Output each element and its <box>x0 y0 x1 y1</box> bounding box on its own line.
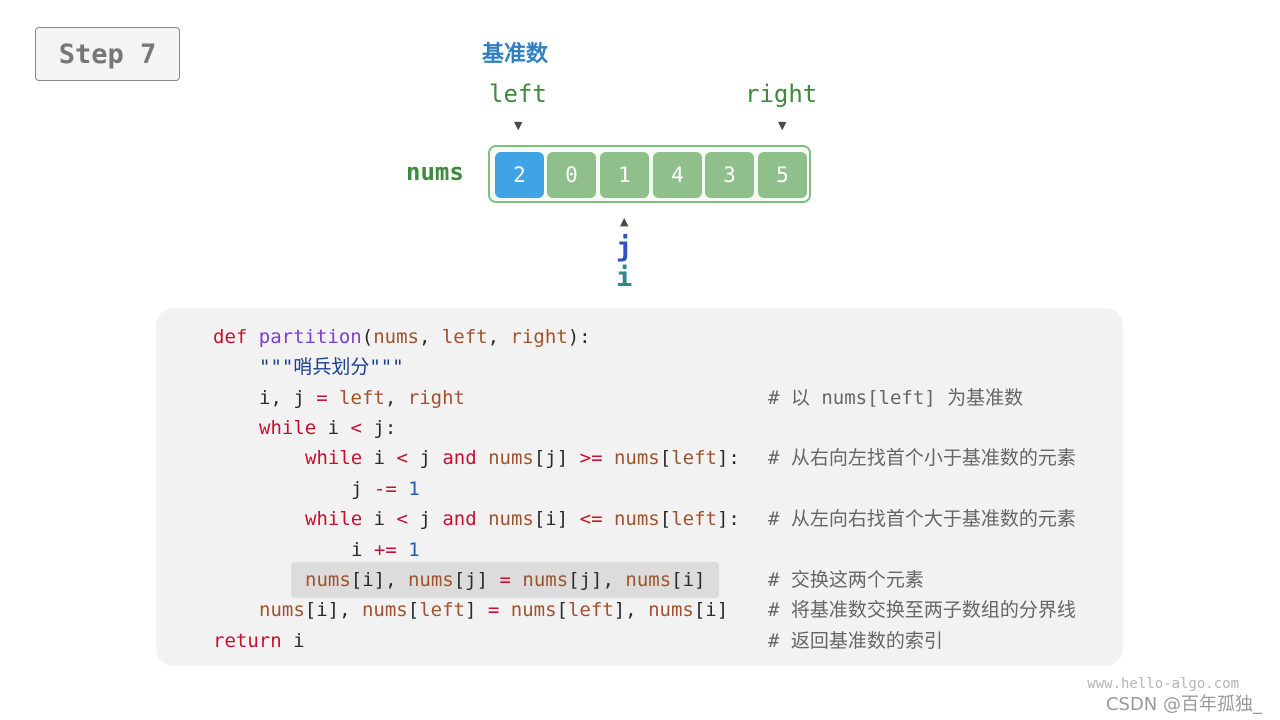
array-cell: 0 <box>547 152 596 198</box>
code-line-6: j -= 1 <box>351 478 420 500</box>
code-comment-5: # 从右向左找首个小于基准数的元素 <box>768 447 1076 469</box>
j-pointer-label: j <box>616 232 633 263</box>
code-comment-3: # 以 nums[left] 为基准数 <box>768 387 1024 409</box>
array-cell: 1 <box>600 152 649 198</box>
array-container: 2 0 1 4 3 5 <box>488 145 811 203</box>
code-line-3: i, j = left, right <box>259 387 465 409</box>
code-comment-9: # 交换这两个元素 <box>768 569 924 591</box>
array-name: nums <box>406 158 464 186</box>
code-line-1: def partition(nums, left, right): <box>213 326 591 348</box>
code-line-10: nums[i], nums[left] = nums[left], nums[i… <box>259 599 729 621</box>
up-arrow-icon: ▲ <box>620 215 629 228</box>
site-watermark: www.hello-algo.com <box>1087 676 1239 692</box>
author-watermark: CSDN @百年孤独_ <box>1105 694 1262 715</box>
code-comment-7: # 从左向右找首个大于基准数的元素 <box>768 508 1076 530</box>
code-line-5: while i < j and nums[j] >= nums[left]: <box>305 447 740 469</box>
code-panel <box>156 308 1123 666</box>
code-line-8: i += 1 <box>351 539 420 561</box>
array-cell: 4 <box>653 152 702 198</box>
left-pointer-arrow-icon: ▼ <box>514 119 523 132</box>
step-badge: Step 7 <box>35 27 180 81</box>
right-pointer-label: right <box>745 80 818 108</box>
code-line-7: while i < j and nums[i] <= nums[left]: <box>305 508 740 530</box>
current-line-highlight <box>291 562 719 598</box>
code-line-9: nums[i], nums[j] = nums[j], nums[i] <box>305 569 706 591</box>
right-pointer-arrow-icon: ▼ <box>778 119 787 132</box>
left-pointer-label: left <box>489 80 547 108</box>
code-comment-11: # 返回基准数的索引 <box>768 630 943 652</box>
code-line-2: """哨兵划分""" <box>259 356 404 378</box>
array-cell: 5 <box>758 152 807 198</box>
code-line-11: return i <box>213 630 305 652</box>
code-line-4: while i < j: <box>259 417 397 439</box>
array-cell: 3 <box>705 152 754 198</box>
pivot-label: 基准数 <box>482 42 549 67</box>
i-pointer-label: i <box>616 262 633 293</box>
code-comment-10: # 将基准数交换至两子数组的分界线 <box>768 599 1076 621</box>
array-cell-pivot: 2 <box>495 152 544 198</box>
